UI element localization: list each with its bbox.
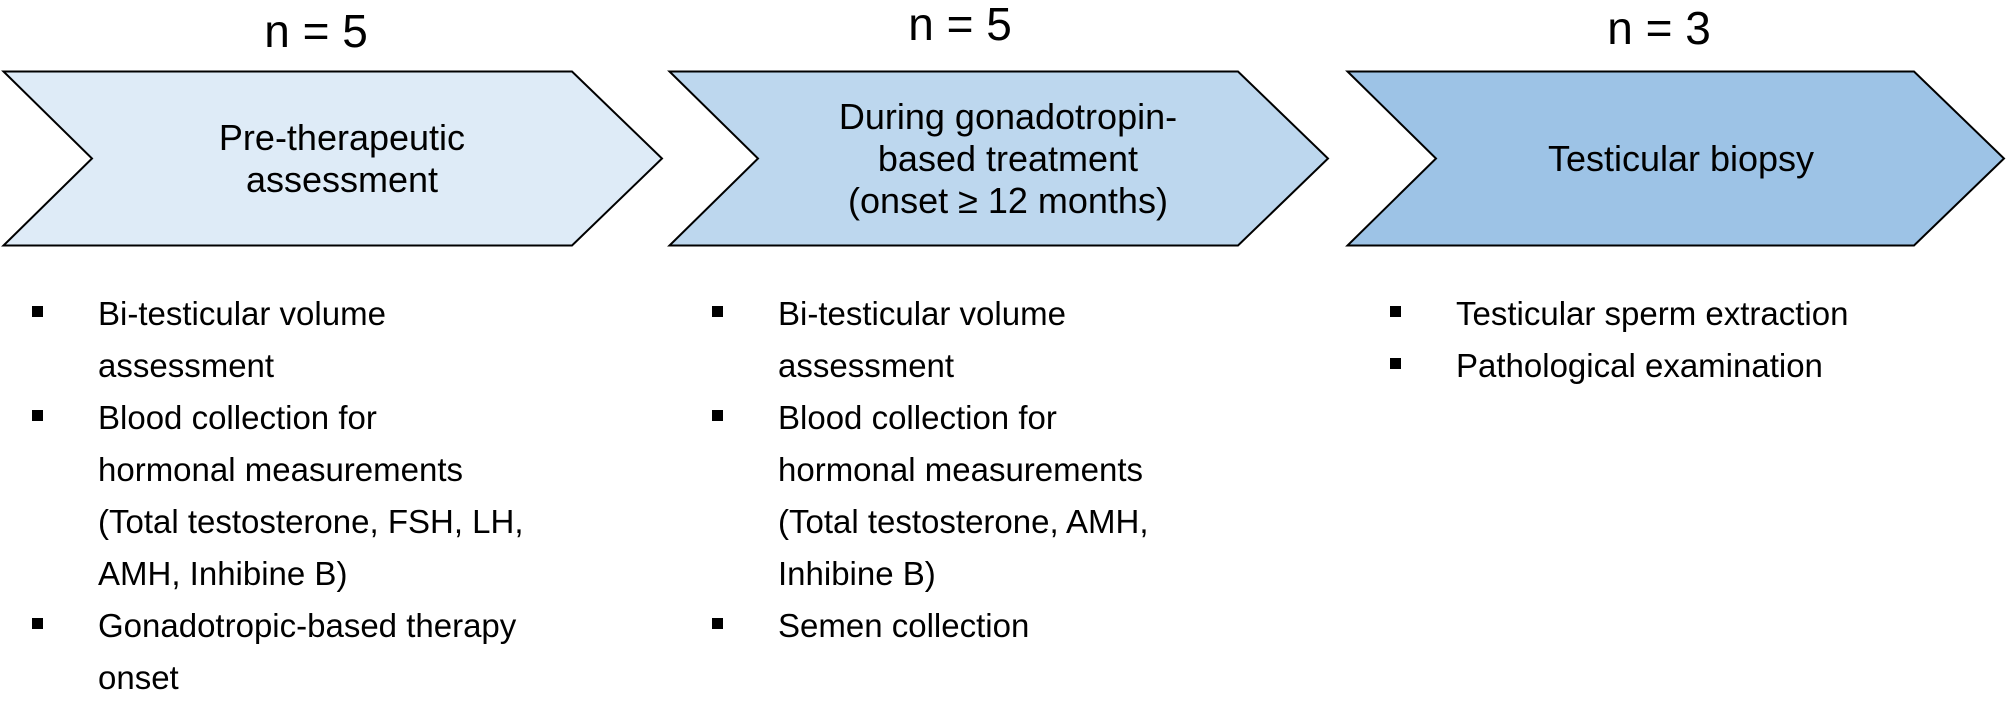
square-bullet-icon — [32, 410, 43, 421]
square-bullet-icon — [1390, 306, 1401, 317]
stage-pre-therapeutic: n = 5 Pre-therapeutic assessment Bi-test… — [0, 0, 670, 696]
stage-title: During gonadotropin- based treatment (on… — [838, 95, 1178, 221]
list-item-text: Bi-testicular volume assessment — [98, 295, 386, 384]
square-bullet-icon — [712, 410, 723, 421]
list-item-text: Pathological examination — [1456, 347, 1823, 384]
list-item: Gonadotropic-based therapy onset — [28, 600, 648, 704]
stage-chevron: Testicular biopsy — [1345, 70, 2006, 247]
list-item: Blood collection for hormonal measuremen… — [28, 392, 648, 600]
stage-chevron: Pre-therapeutic assessment — [1, 70, 664, 247]
list-item-text: Blood collection for hormonal measuremen… — [778, 399, 1149, 592]
stage-item-list: Testicular sperm extraction Pathological… — [1386, 288, 2006, 392]
list-item-text: Testicular sperm extraction — [1456, 295, 1849, 332]
chevron-arrow — [1345, 70, 2006, 247]
list-item: Bi-testicular volume assessment — [28, 288, 648, 392]
square-bullet-icon — [32, 618, 43, 629]
list-item-text: Blood collection for hormonal measuremen… — [98, 399, 524, 592]
stage-count: n = 3 — [1607, 2, 1711, 54]
list-item-text: Bi-testicular volume assessment — [778, 295, 1066, 384]
list-item-text: Semen collection — [778, 607, 1030, 644]
chevron-arrow — [1, 70, 664, 247]
square-bullet-icon — [32, 306, 43, 317]
list-item: Pathological examination — [1386, 340, 2006, 392]
square-bullet-icon — [712, 306, 723, 317]
stage-item-list: Bi-testicular volume assessment Blood co… — [708, 288, 1328, 652]
stage-during-treatment: n = 5 During gonadotropin- based treatme… — [667, 0, 1338, 685]
stage-count: n = 5 — [908, 0, 1012, 50]
stage-item-list: Bi-testicular volume assessment Blood co… — [28, 288, 648, 704]
stage-chevron: During gonadotropin- based treatment (on… — [667, 70, 1330, 247]
chevron-arrow — [667, 70, 1330, 247]
square-bullet-icon — [1390, 358, 1401, 369]
stage-title: Testicular biopsy — [1547, 137, 1815, 179]
list-item: Testicular sperm extraction — [1386, 288, 2006, 340]
stage-count: n = 5 — [264, 5, 368, 57]
stage-title: Pre-therapeutic assessment — [218, 116, 466, 200]
list-item: Blood collection for hormonal measuremen… — [708, 392, 1328, 600]
square-bullet-icon — [712, 618, 723, 629]
list-item-text: Gonadotropic-based therapy onset — [98, 607, 517, 696]
stage-testicular-biopsy: n = 3 Testicular biopsy Testicular sperm… — [1345, 0, 2008, 685]
chevron-shape — [1345, 70, 2006, 247]
list-item: Semen collection — [708, 600, 1328, 652]
list-item: Bi-testicular volume assessment — [708, 288, 1328, 392]
chevron-shape — [667, 70, 1330, 247]
chevron-shape — [1, 70, 664, 247]
